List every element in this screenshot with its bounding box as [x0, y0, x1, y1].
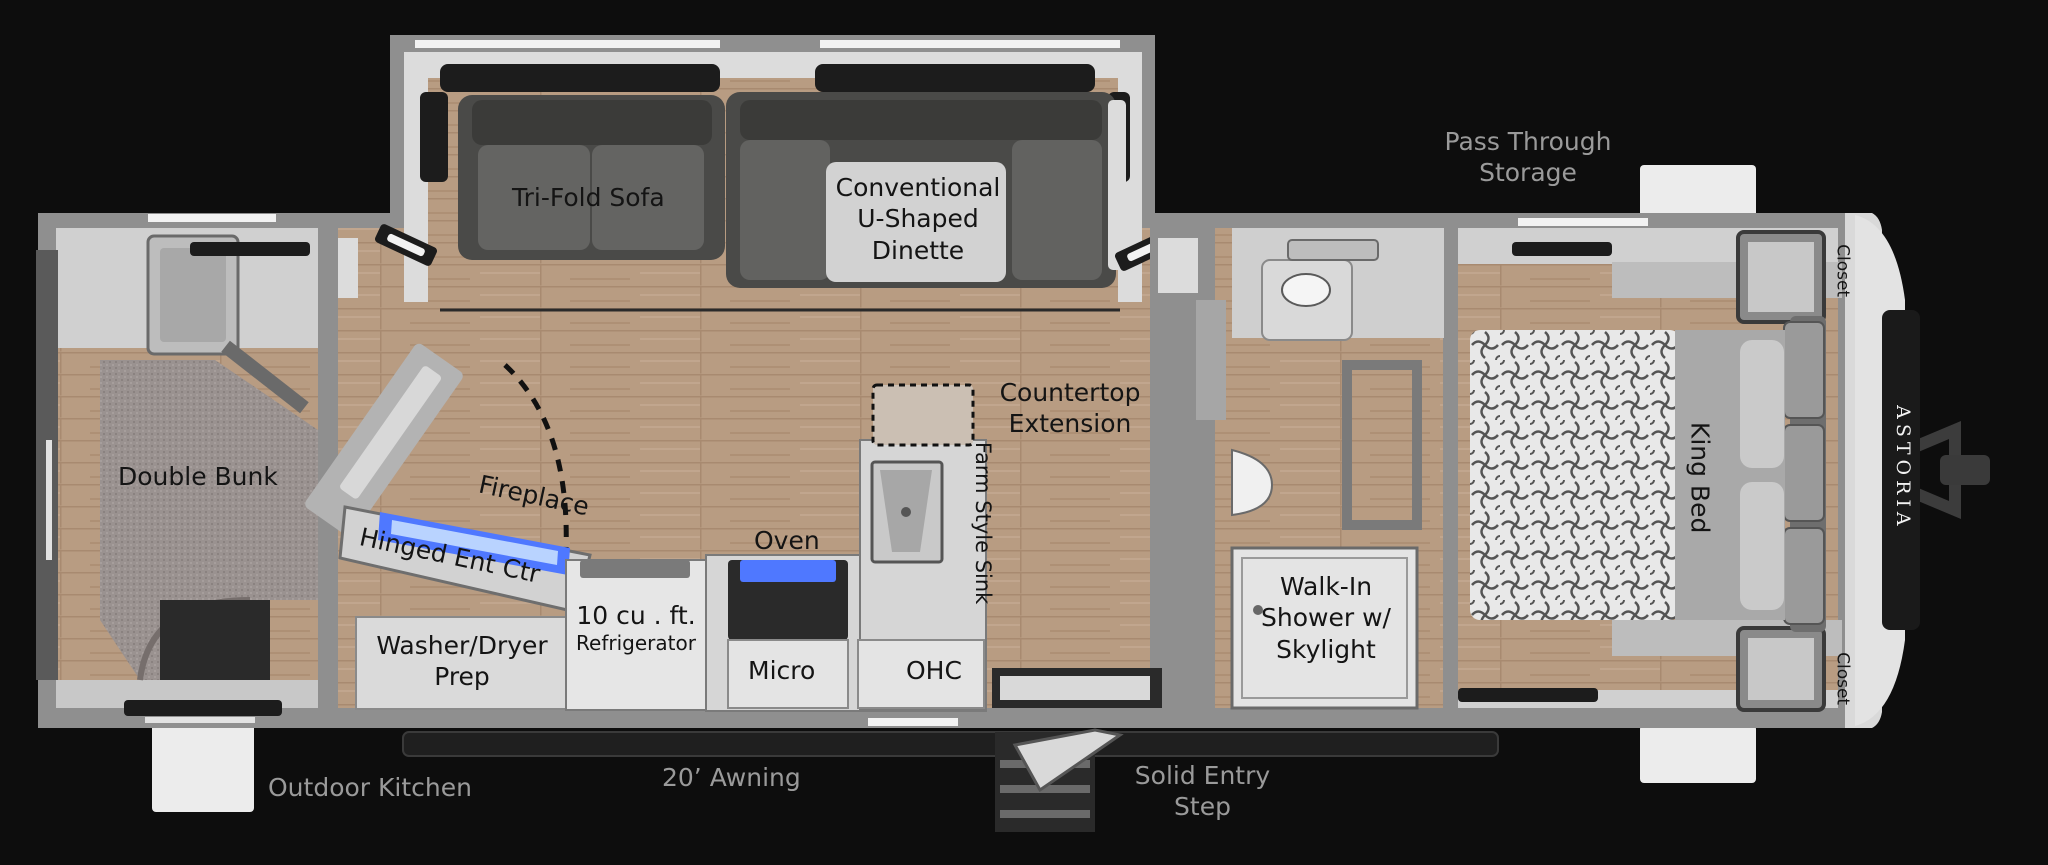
pass-through-storage-door: [1640, 165, 1756, 217]
micro-label: Micro: [748, 656, 816, 685]
entry-label-line1: Solid Entry: [1134, 761, 1271, 790]
pass-through-storage-label: Pass Through Storage: [1428, 126, 1628, 189]
bathroom: [1230, 228, 1444, 710]
closet-top-label: Closet: [1832, 244, 1853, 298]
entry-step-label: Solid Entry Step: [1120, 760, 1285, 823]
outdoor-kitchen-label: Outdoor Kitchen: [268, 773, 472, 802]
entry-label-line2: Step: [1174, 792, 1231, 822]
double-bunk-label: Double Bunk: [118, 462, 278, 491]
countertop-extension: [871, 383, 975, 447]
u-shaped-dinette: [726, 92, 1126, 288]
kitchen-counter: [705, 383, 987, 712]
bedroom: [1458, 218, 1842, 712]
pass-through-storage-door-bottom: [1640, 725, 1756, 783]
washer-label-line2: Prep: [434, 662, 490, 692]
washer-dryer-label: Washer/Dryer Prep: [362, 630, 562, 693]
oven-label: Oven: [754, 526, 820, 555]
shower-label-line2: Shower w/: [1261, 603, 1391, 633]
outdoor-kitchen-hatch: [152, 722, 254, 812]
refrigerator: [565, 559, 707, 711]
king-bed-label: King Bed: [1685, 421, 1715, 534]
bunk-room: [36, 214, 318, 723]
dinette-label-line2: U-Shaped: [857, 204, 979, 234]
awning-bar: [402, 731, 1499, 757]
closet-bottom-label: Closet: [1832, 652, 1853, 706]
farm-style-sink-label: Farm Style Sink: [971, 441, 996, 605]
refrigerator-label-line2: Refrigerator: [576, 631, 696, 656]
entry-step: [995, 728, 1124, 832]
awning-label: 20’ Awning: [662, 763, 801, 792]
refrigerator-label: 10 cu . ft. Refrigerator: [566, 600, 706, 656]
tri-fold-sofa-label: Tri-Fold Sofa: [512, 183, 665, 212]
pass-through-label-line1: Pass Through: [1444, 127, 1612, 156]
brand-logo: ASTORIA: [1891, 405, 1914, 531]
washer-dryer-prep: [355, 616, 567, 710]
countertop-extension-label: Countertop Extension: [980, 377, 1160, 440]
refrigerator-label-line1: 10 cu . ft.: [576, 601, 696, 630]
shower-label-line3: Skylight: [1276, 634, 1376, 664]
washer-label-line1: Washer/Dryer: [376, 631, 548, 660]
tri-fold-sofa: [458, 95, 725, 260]
shower-label-line1: Walk-In: [1279, 572, 1373, 601]
countertop-label-line2: Extension: [1008, 409, 1132, 439]
pass-through-label-line2: Storage: [1479, 158, 1577, 188]
shower-label: Walk-In Shower w/ Skylight: [1226, 571, 1426, 665]
dinette-label: Conventional U-Shaped Dinette: [818, 172, 1018, 266]
dinette-label-line3: Dinette: [871, 235, 965, 265]
ohc-label: OHC: [906, 656, 962, 685]
dinette-label-line1: Conventional: [835, 173, 1001, 202]
countertop-label-line1: Countertop: [999, 378, 1141, 407]
hinged-entertainment-center: [305, 343, 592, 614]
